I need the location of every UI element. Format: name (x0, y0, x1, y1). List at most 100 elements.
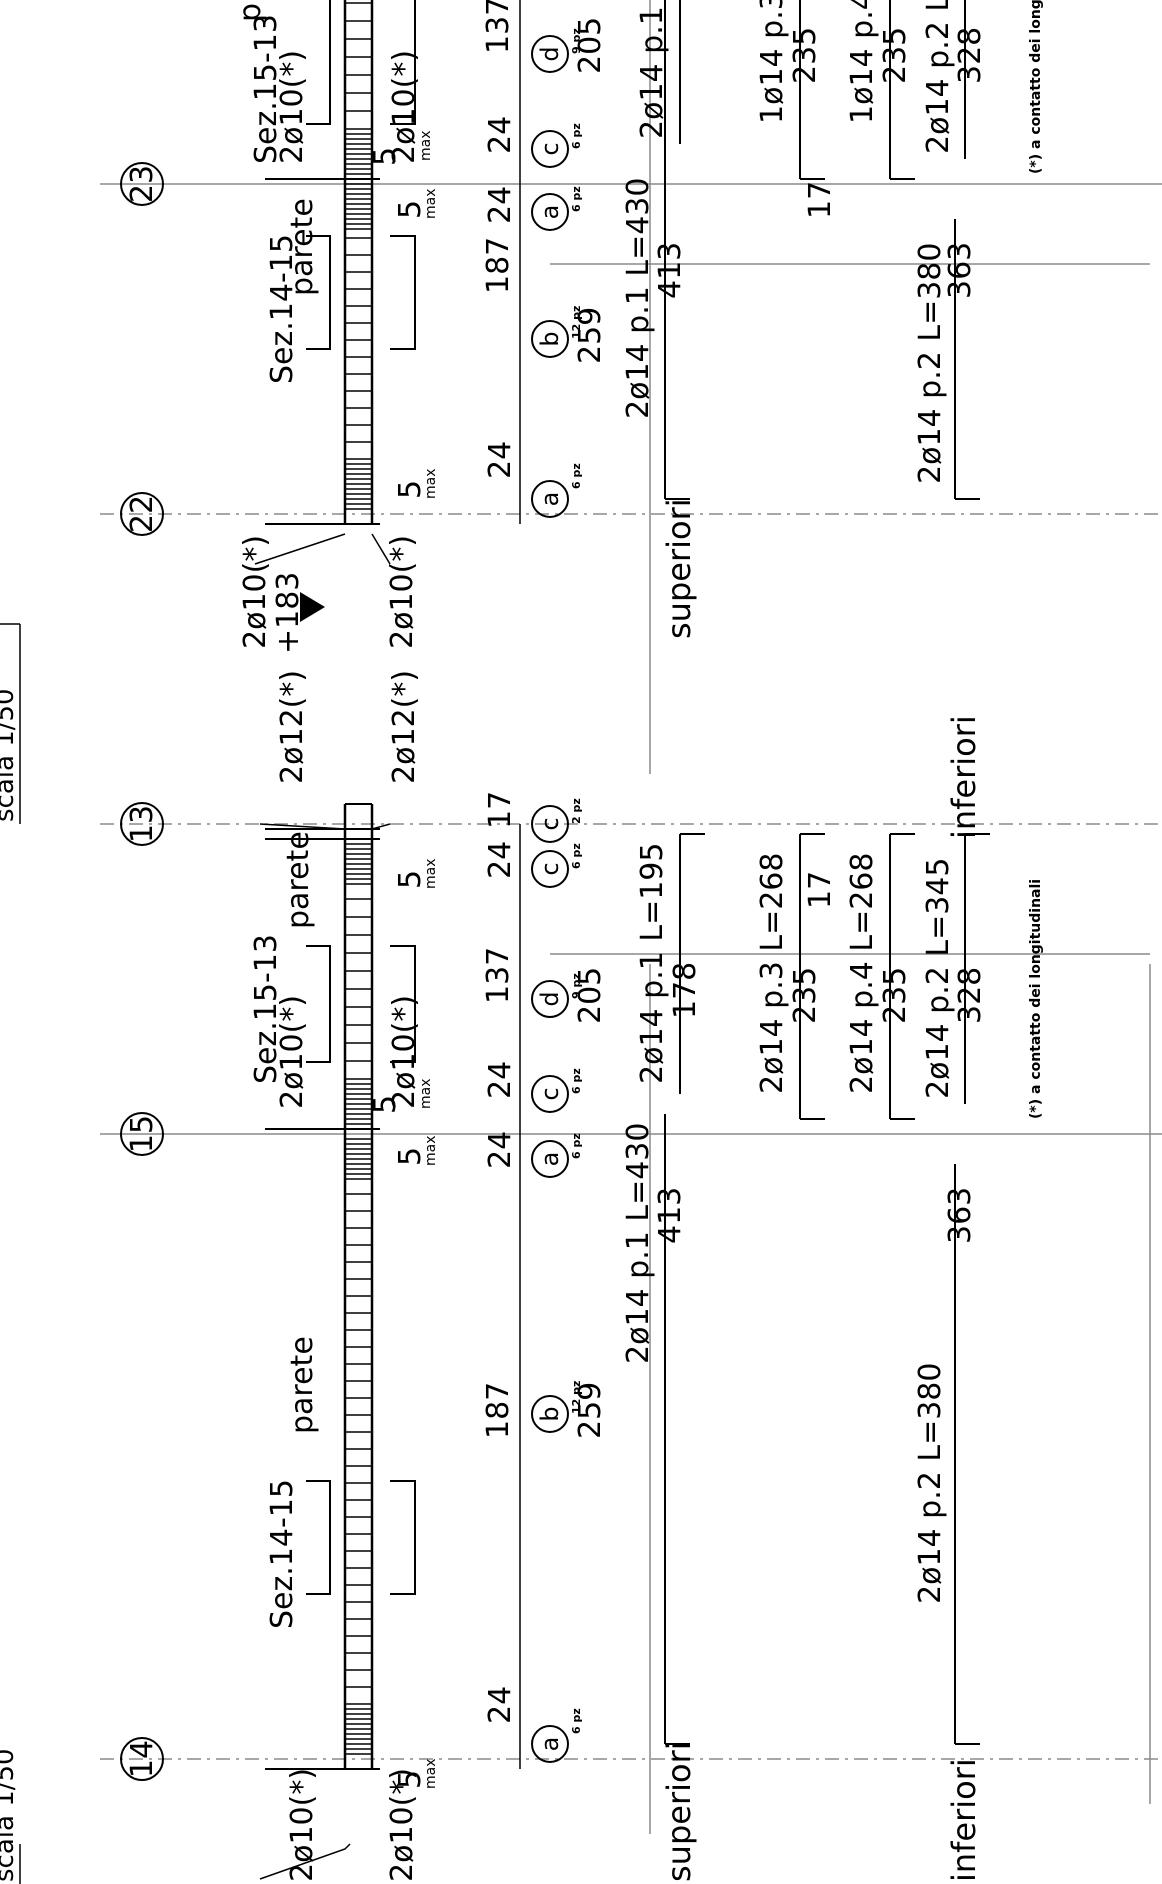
stirrup-count: 6 pz (570, 1708, 583, 1734)
max-text: max (423, 188, 439, 219)
section-marker (306, 945, 331, 1063)
bar-length: 328 (953, 967, 988, 1024)
stirrup-letter: a (536, 492, 564, 507)
group-label: inferiori (945, 715, 983, 839)
stirrup-marks: a 6 pz b 12 pz 259 a 6 pz c 6 pz d 9 pz … (531, 17, 608, 518)
dimension: 24 (483, 1131, 518, 1169)
dimension: 187 (481, 237, 516, 294)
rebar-tag: 2ø10(*) (275, 50, 310, 164)
stirrup-marks: a 6 pz b 12 pz 259 a 6 pz c 6 pz d 9 pz … (531, 798, 608, 1763)
rebar-leader (371, 823, 391, 830)
level-triangle (300, 592, 325, 622)
max-text: max (423, 1758, 439, 1789)
stirrup-bubble (531, 35, 569, 73)
section-marker (390, 235, 416, 350)
dimension: 24 (483, 1061, 518, 1099)
stirrup-length: 259 (573, 307, 608, 364)
hook-length: 17 (803, 181, 838, 219)
stirrup-count: 9 pz (570, 973, 583, 999)
axis-bubble-23 (120, 162, 164, 206)
bar-length: 235 (878, 967, 913, 1024)
stirrup-length: 205 (573, 967, 608, 1024)
rebar-leader (259, 1843, 351, 1880)
dimension: 24 (483, 441, 518, 479)
scale-label: scala 1/50 (0, 688, 20, 822)
scale-label: scala 1/50 (0, 1748, 20, 1882)
dimension: 17 (483, 791, 518, 829)
max-text: max (423, 858, 439, 889)
stirrup-letter: c (536, 142, 564, 155)
axis-label-23: 23 (125, 165, 160, 203)
bar-length: 413 (653, 1187, 688, 1244)
stirrup-count: 6 pz (570, 1133, 583, 1159)
stirrup-letter: c (536, 862, 564, 875)
bar-label: 2ø14 p.2 L=345 (921, 858, 956, 1099)
stirrup-bubble (531, 193, 569, 231)
rebar-tag: 2ø10(*) (275, 995, 310, 1109)
footnote: (*) a contatto dei longitudi (1028, 0, 1044, 174)
stirrup-bubble (531, 130, 569, 168)
stirrup-letter: d (536, 46, 564, 61)
axis-bubble-13 (120, 802, 164, 846)
section-fragment: p (233, 3, 268, 22)
wall-label: parete (285, 1336, 320, 1434)
max-text: max (418, 130, 434, 161)
stirrup-set (345, 838, 372, 1755)
group-label: inferiori (945, 1758, 983, 1882)
max-text: max (423, 468, 439, 499)
dimension: 137 (481, 0, 516, 54)
stirrup-count: 12 pz (570, 306, 583, 339)
bar-label: 2ø14 p.3 L=268 (755, 853, 790, 1094)
panel-beam-14-13: 14 15 13 Sez.14-15 Sez.15-13 parete pare… (100, 670, 1162, 1882)
bar-label: 2ø14 p.1 L=430 (621, 178, 656, 419)
bar-length: 413 (653, 242, 688, 299)
rebar-leader (371, 533, 391, 565)
bar-label: 2ø14 p.4 L=268 (845, 853, 880, 1094)
bar-label: 2ø14 p.1 L=195 (635, 843, 670, 1084)
max-spacing: 5 (393, 480, 428, 499)
stirrup-letter: c (536, 1087, 564, 1100)
dimension: 137 (481, 947, 516, 1004)
wall-label: parete (281, 831, 316, 929)
stirrup-count: 6 pz (570, 123, 583, 149)
hook-length: 17 (803, 871, 838, 909)
max-spacing: 5 (368, 1095, 403, 1114)
dimension: 24 (483, 186, 518, 224)
bar-label: 2ø14 p.2 L=380 (913, 243, 948, 484)
bar-length: 363 (943, 1187, 978, 1244)
bar-length: 235 (878, 27, 913, 84)
stirrup-bubble (531, 1140, 569, 1178)
dimension: 24 (483, 1686, 518, 1724)
section-marker (390, 0, 416, 125)
section-marker (390, 1480, 416, 1595)
stirrup-count: 2 pz (570, 798, 583, 824)
bar-length: 328 (953, 27, 988, 84)
rebar-tag: 2ø10(*) (285, 1768, 320, 1882)
section-marker (390, 945, 416, 1063)
stirrup-bubble (531, 805, 569, 843)
rebar-tag: 2ø10(*) (385, 535, 420, 649)
bar-label: 2ø14 p.1 L=430 (621, 1123, 656, 1364)
rebar-tag: 2ø10(*) (385, 1768, 420, 1882)
max-spacing: 5 (393, 200, 428, 219)
axis-label-14: 14 (125, 1740, 160, 1778)
bar-label: 1ø14 p.4 (845, 0, 880, 124)
stirrup-bubble (531, 980, 569, 1018)
section-label: Sez.14-15 (265, 234, 300, 384)
stirrup-letter: b (536, 331, 564, 346)
section-label: Sez.15-13 (249, 934, 284, 1084)
rebar-leader (259, 823, 346, 830)
stirrup-bubble (531, 1725, 569, 1763)
axis-label-13: 13 (125, 805, 160, 843)
max-spacing: 5 (393, 1770, 428, 1789)
dimension: 24 (483, 116, 518, 154)
group-label: superiori (660, 1741, 698, 1882)
max-spacing: 5 (393, 1147, 428, 1166)
bar-label: 1ø14 p.3 (755, 0, 790, 124)
section-marker (306, 0, 331, 125)
wall-label: parete (285, 198, 320, 296)
stirrup-letter: a (536, 205, 564, 220)
max-text: max (418, 1078, 434, 1109)
axis-bubble-14 (120, 1737, 164, 1781)
